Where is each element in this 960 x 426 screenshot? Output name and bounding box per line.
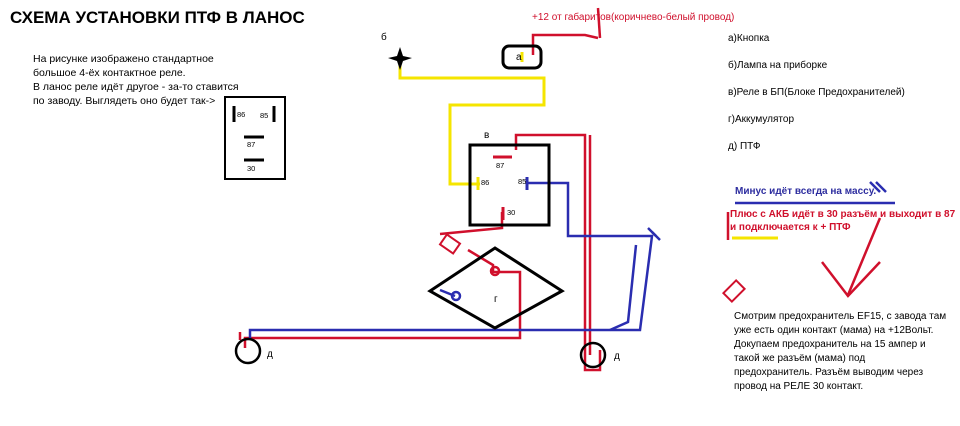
relay-pin-87: 87 [496, 161, 505, 170]
small-relay-pin-87: 87 [247, 140, 256, 149]
fuse-symbol [438, 233, 747, 304]
relay-pin-30: 30 [507, 208, 516, 217]
page-title: СХЕМА УСТАНОВКИ ПТФ В ЛАНОС [10, 8, 305, 27]
fog-light-right [579, 341, 607, 369]
legend-item-battery: г)Аккумулятор [728, 114, 795, 125]
fuse-note: Смотрим предохранитель EF15, с завода та… [734, 311, 947, 392]
lamp-icon [388, 47, 412, 70]
small-relay-pin-30: 30 [247, 164, 256, 173]
ground-note: Минус идёт всегда на массу. [735, 186, 877, 197]
relay-pin-86: 86 [481, 178, 490, 187]
label-relay: в [484, 130, 490, 141]
legend-item-fog: д) ПТФ [728, 141, 761, 152]
relay-box [468, 143, 551, 227]
label-fog-left: д [267, 349, 273, 360]
legend-item-button: а)Кнопка [728, 33, 770, 44]
button-box [501, 44, 543, 70]
label-battery: г [494, 294, 498, 305]
fog-light-left [234, 337, 262, 365]
battery-diamond [427, 246, 565, 330]
small-relay-pin-86: 86 [237, 110, 246, 119]
small-relay-box [224, 96, 286, 180]
small-relay-pins [232, 106, 276, 162]
relay-pin-85: 85 [518, 177, 527, 186]
legend-item-lamp: б)Лампа на приборке [728, 60, 828, 71]
small-relay-pin-85: 85 [260, 111, 269, 120]
relay-pin-marks [476, 155, 529, 220]
plus-note: Плюс с АКБ идёт в 30 разъём и выходит в … [730, 209, 956, 233]
blue-wires [248, 181, 895, 340]
description-text: На рисунке изображено стандартное большо… [33, 53, 239, 107]
label-button: а [516, 52, 522, 63]
top-wire-label: +12 от габаритов(коричнево-белый провод) [532, 12, 735, 23]
yellow-wires [398, 52, 778, 240]
label-fog-right: д [614, 351, 620, 362]
label-lamp: б [381, 32, 387, 43]
legend-item-relay: в)Реле в БП(Блоке Предохранителей) [728, 87, 905, 98]
